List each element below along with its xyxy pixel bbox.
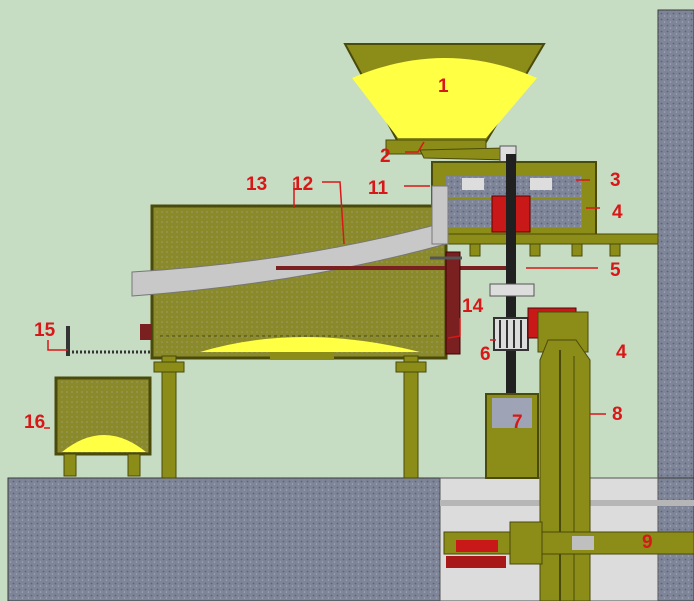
leader-lines xyxy=(44,141,606,429)
label-9: 9 xyxy=(642,532,653,553)
gear-icon xyxy=(493,317,529,351)
outlet-connector xyxy=(140,324,152,340)
sifter-legs xyxy=(153,355,427,479)
shaking-rod xyxy=(276,266,516,270)
label-5: 5 xyxy=(610,260,621,281)
label-14: 14 xyxy=(462,296,484,317)
horizontal-drive xyxy=(443,521,694,568)
label-2: 2 xyxy=(380,146,391,167)
label-8: 8 xyxy=(612,404,623,425)
eccentric xyxy=(489,283,535,297)
label-11: 11 xyxy=(368,178,389,199)
outlet-post xyxy=(66,326,70,356)
platform-legs xyxy=(469,243,621,257)
label-4-millstone: 4 xyxy=(612,202,623,223)
chute-connector xyxy=(431,185,449,245)
part-labels: 1 2 3 4 5 6 7 8 9 11 12 13 14 15 16 4 xyxy=(24,76,653,553)
collection-bin xyxy=(54,376,152,477)
label-6: 6 xyxy=(480,344,491,365)
feed-spout xyxy=(419,147,511,161)
label-1: 1 xyxy=(438,76,449,97)
drive-arm xyxy=(445,251,461,355)
main-shaft xyxy=(506,154,516,394)
label-16: 16 xyxy=(24,412,45,433)
label-15: 15 xyxy=(34,320,56,341)
label-13: 13 xyxy=(246,174,267,195)
label-7: 7 xyxy=(512,412,523,433)
mill-platform xyxy=(431,233,659,245)
label-12: 12 xyxy=(292,174,313,195)
motor-icon xyxy=(485,393,539,479)
label-3: 3 xyxy=(610,170,621,191)
hopper-icon xyxy=(343,43,546,155)
label-4-belt: 4 xyxy=(616,342,627,363)
